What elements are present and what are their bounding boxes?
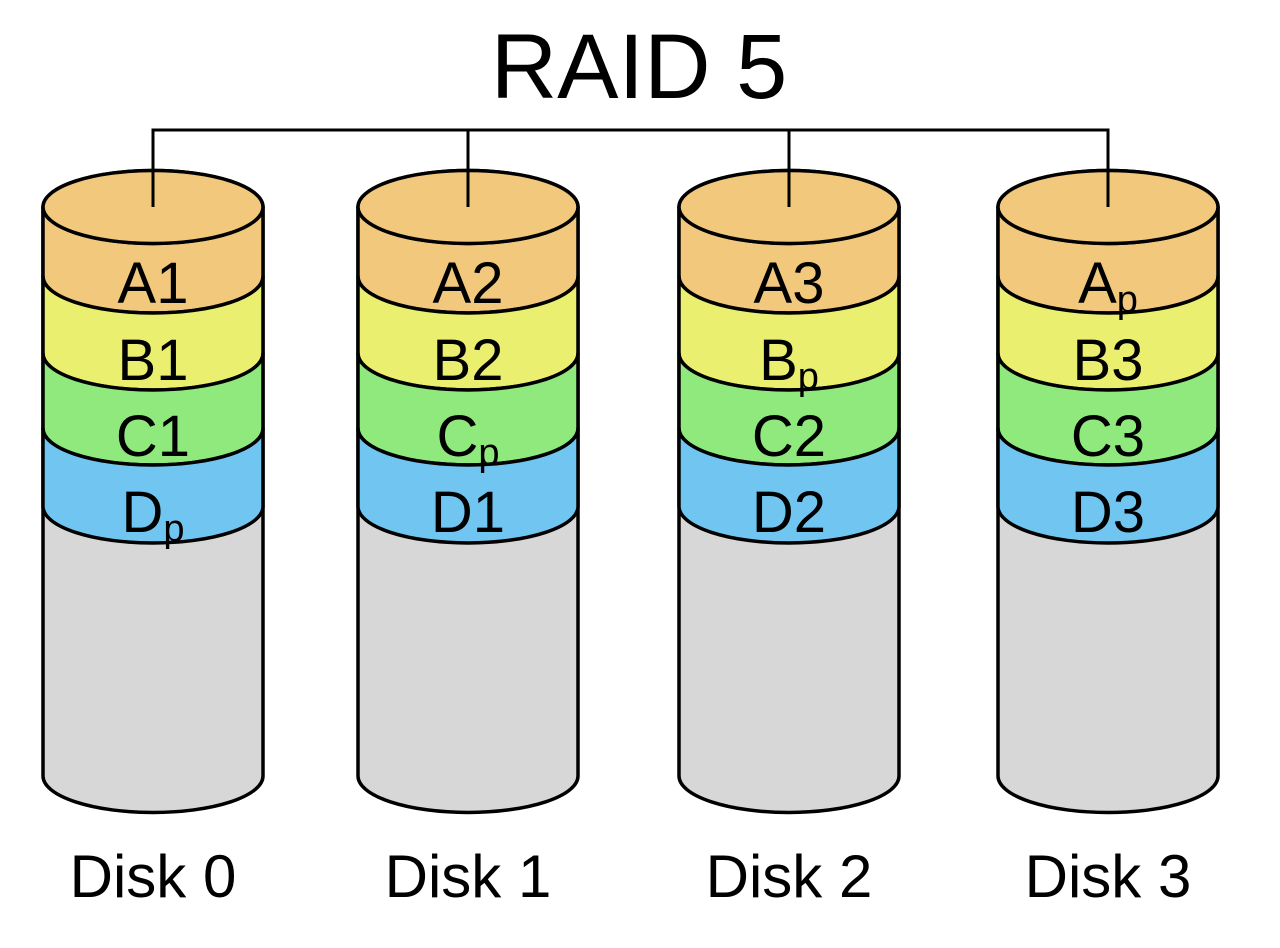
diagram-title: RAID 5: [491, 16, 788, 118]
bus-connector-line: [151, 128, 1110, 207]
block-label: Ap: [1078, 251, 1138, 321]
disk-2-cylinder: A3 Bp C2 D2 Disk 2: [677, 168, 901, 910]
disk-label: Disk 1: [385, 843, 552, 910]
disk-0-cylinder: A1 B1 C1 Dp Disk 0: [41, 168, 265, 910]
disk-3-cylinder: Ap B3 C3 D3 Disk 3: [996, 168, 1220, 910]
block-label: B3: [1073, 328, 1144, 393]
block-label: Bp: [759, 328, 819, 398]
block-label: D2: [752, 480, 826, 545]
block-label: D1: [431, 480, 505, 545]
stripe-d: [677, 426, 901, 545]
disk-1-cylinder: A2 B2 Cp D1 Disk 1: [356, 168, 580, 910]
block-label: C1: [116, 404, 190, 469]
disk-label: Disk 2: [706, 843, 873, 910]
stripe-d: [996, 426, 1220, 545]
stripe-d: [356, 426, 580, 545]
stripe-d: [41, 426, 265, 545]
block-label: A3: [754, 251, 825, 316]
block-label: B1: [118, 328, 189, 393]
block-label: Cp: [436, 404, 499, 474]
disk-label: Disk 0: [70, 843, 237, 910]
block-label: A1: [118, 251, 189, 316]
block-label: Dp: [121, 480, 184, 550]
block-label: C2: [752, 404, 826, 469]
block-label: A2: [433, 251, 504, 316]
block-label: B2: [433, 328, 504, 393]
block-label: C3: [1071, 404, 1145, 469]
block-label: D3: [1071, 480, 1145, 545]
disk-label: Disk 3: [1025, 843, 1192, 910]
